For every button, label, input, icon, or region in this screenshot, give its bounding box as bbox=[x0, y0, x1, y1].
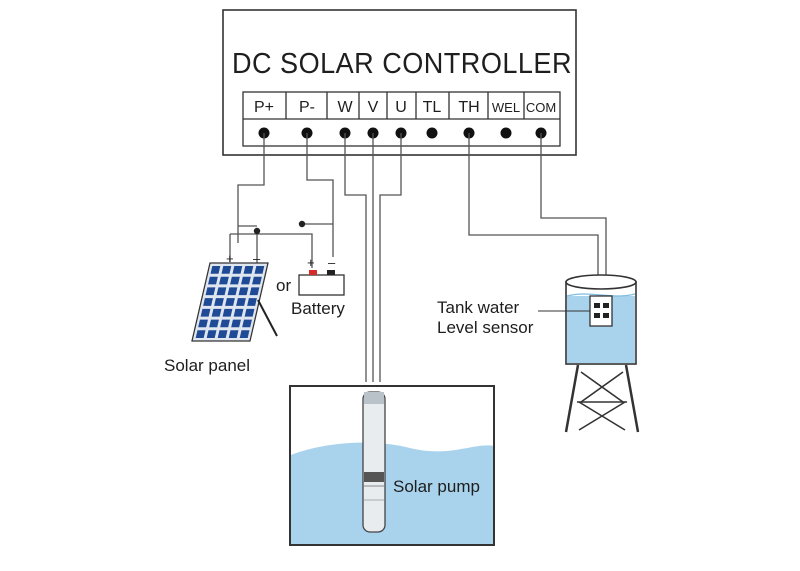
terminal-label-tl: TL bbox=[423, 99, 442, 116]
battery-or-label: or bbox=[276, 276, 291, 295]
wire-th bbox=[468, 133, 599, 296]
terminal-label-th: TH bbox=[458, 99, 479, 116]
terminal-label-wel: WEL bbox=[492, 100, 520, 115]
well-tank bbox=[289, 385, 495, 546]
panel-minus-sign: – bbox=[253, 251, 261, 266]
terminal-label-u: U bbox=[395, 99, 407, 116]
terminal-label-w: W bbox=[337, 99, 353, 116]
water-tower-icon bbox=[564, 274, 640, 433]
wire-p-minus bbox=[306, 133, 334, 257]
terminal-label-v: V bbox=[368, 99, 379, 116]
terminal-label-pminus: P- bbox=[299, 99, 315, 116]
solar-panel-icon: + – bbox=[191, 251, 278, 342]
controller-title: DC SOLAR CONTROLLER bbox=[232, 48, 572, 80]
level-sensor-icon bbox=[589, 295, 613, 327]
terminal-screw bbox=[500, 127, 512, 139]
wire-com bbox=[540, 133, 607, 296]
solar-pump-icon bbox=[362, 391, 386, 533]
battery-minus-sign: – bbox=[328, 255, 336, 270]
terminal-label-com: COM bbox=[526, 100, 556, 115]
terminal-screw bbox=[426, 127, 438, 139]
wire-p-plus bbox=[237, 133, 265, 243]
tank-label-line1: Tank water bbox=[437, 298, 520, 317]
solar-pump-label: Solar pump bbox=[393, 477, 480, 496]
wire-u bbox=[379, 133, 402, 382]
solar-panel-label: Solar panel bbox=[164, 356, 250, 375]
battery-plus-sign: + bbox=[307, 255, 315, 270]
panel-plus-sign: + bbox=[226, 251, 234, 266]
terminal-label-pplus: P+ bbox=[254, 99, 274, 116]
battery-icon: + – bbox=[298, 255, 345, 296]
tank-label-line2: Level sensor bbox=[437, 318, 534, 337]
wire-w bbox=[344, 133, 367, 382]
battery-label: Battery bbox=[291, 299, 345, 318]
wiring bbox=[229, 133, 607, 382]
